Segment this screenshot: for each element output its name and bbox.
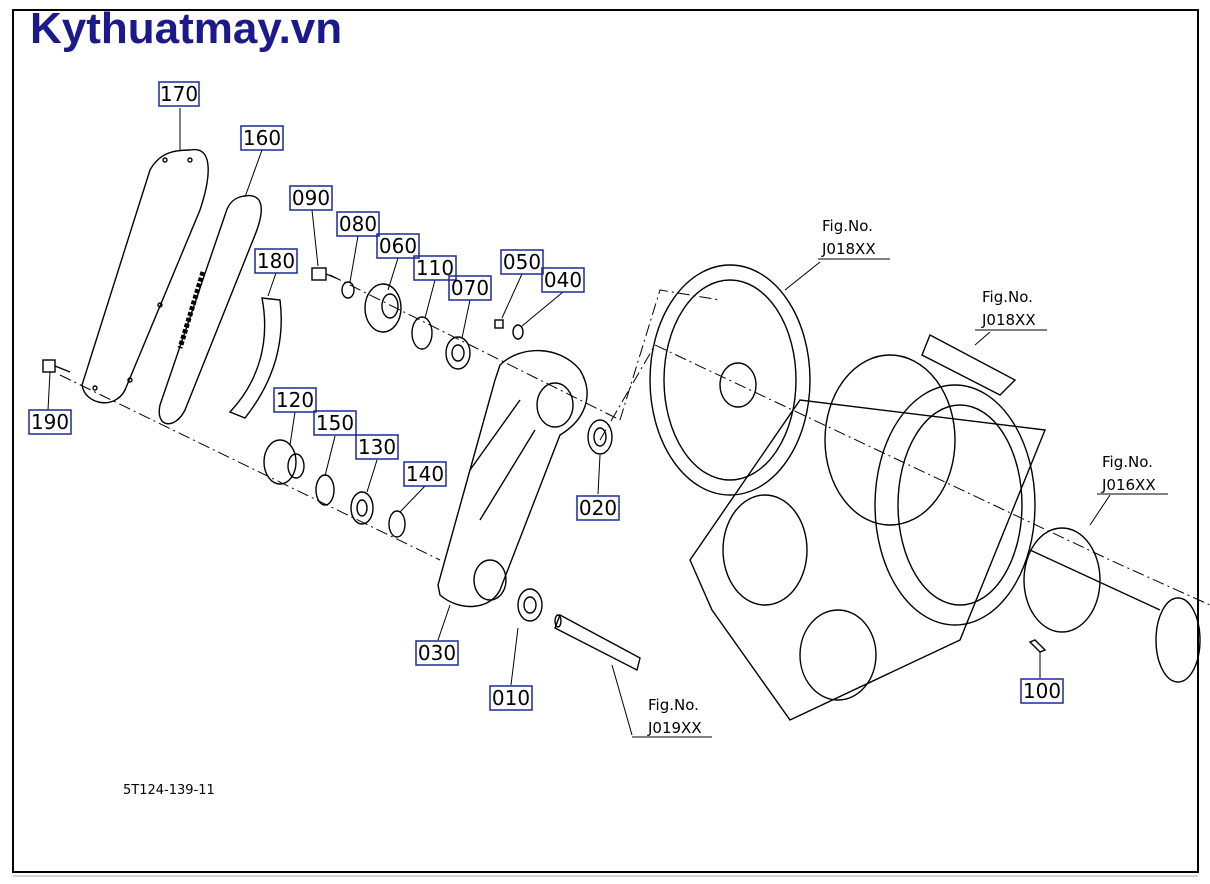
- assembly-frame-j018: [689, 334, 1046, 721]
- svg-text:080: 080: [339, 212, 377, 236]
- callout-100: 100: [1020, 678, 1064, 704]
- callout-040: 040: [541, 267, 585, 293]
- part-bolt-090: [311, 267, 337, 281]
- callout-090: 090: [289, 185, 333, 211]
- figure-ref-j018-plate: Fig.No. J018XX: [818, 217, 890, 260]
- callout-050: 050: [500, 249, 544, 275]
- part-ring-140: [388, 510, 406, 538]
- callout-080: 080: [336, 211, 380, 237]
- svg-text:Fig.No.: Fig.No.: [982, 288, 1033, 306]
- callout-190: 190: [28, 409, 72, 435]
- callout-layer: 170 160 090 080 060 110 070 050 040 180 …: [28, 81, 1064, 711]
- part-shaft: [554, 614, 641, 672]
- part-chain-guide: [228, 297, 282, 419]
- svg-text:060: 060: [379, 234, 417, 258]
- callout-030: 030: [415, 640, 459, 666]
- callout-150: 150: [313, 410, 357, 436]
- svg-text:090: 090: [292, 186, 330, 210]
- svg-text:100: 100: [1023, 679, 1061, 703]
- part-sprocket-120: [263, 439, 305, 485]
- callout-180: 180: [254, 248, 298, 274]
- svg-text:010: 010: [492, 686, 530, 710]
- svg-text:020: 020: [579, 496, 617, 520]
- callout-060: 060: [376, 233, 420, 259]
- figure-ref-j018-frame: Fig.No. J018XX: [975, 288, 1047, 331]
- figure-ref-j016: Fig.No. J016XX: [1097, 453, 1168, 495]
- svg-text:070: 070: [451, 276, 489, 300]
- svg-text:150: 150: [316, 411, 354, 435]
- drawing-number: 5T124-139-11: [123, 783, 215, 798]
- part-sprocket-060: [364, 283, 402, 333]
- svg-text:J018XX: J018XX: [821, 240, 876, 258]
- svg-text:190: 190: [31, 410, 69, 434]
- part-seal-010: [517, 588, 543, 622]
- svg-text:140: 140: [406, 462, 444, 486]
- svg-text:130: 130: [358, 435, 396, 459]
- part-washer-080: [341, 281, 355, 299]
- part-ring-110: [411, 316, 433, 350]
- callout-020: 020: [576, 495, 620, 521]
- leader-lines: [47, 108, 1210, 736]
- svg-text:J018XX: J018XX: [981, 311, 1036, 329]
- svg-text:Fig.No.: Fig.No.: [648, 696, 699, 714]
- callout-010: 010: [489, 685, 533, 711]
- part-chain-case: [437, 349, 588, 608]
- callout-110: 110: [413, 255, 457, 281]
- callout-140: 140: [403, 461, 447, 487]
- svg-text:J016XX: J016XX: [1101, 476, 1156, 494]
- part-gasket: [158, 194, 262, 425]
- part-bearing-130: [350, 491, 374, 525]
- part-nut-050: [494, 319, 504, 329]
- callout-130: 130: [355, 434, 399, 460]
- part-chain: [177, 271, 206, 349]
- site-watermark: Kythuatmay.vn: [30, 4, 343, 53]
- figure-ref-j019: Fig.No. J019XX: [632, 696, 712, 738]
- callout-070: 070: [448, 275, 492, 301]
- part-bolt-190: [42, 359, 71, 373]
- svg-text:160: 160: [243, 126, 281, 150]
- svg-text:Fig.No.: Fig.No.: [1102, 453, 1153, 471]
- part-pin-100: [1028, 639, 1047, 653]
- callout-170: 170: [158, 81, 200, 107]
- svg-text:110: 110: [416, 256, 454, 280]
- svg-text:050: 050: [503, 250, 541, 274]
- svg-text:Fig.No.: Fig.No.: [822, 217, 873, 235]
- assembly-disc-j016: [1023, 527, 1201, 683]
- svg-text:040: 040: [544, 268, 582, 292]
- page-border: [12, 9, 1199, 873]
- svg-text:120: 120: [276, 388, 314, 412]
- part-seal-020: [587, 419, 613, 455]
- svg-text:180: 180: [257, 249, 295, 273]
- part-cover-plate: [81, 148, 209, 404]
- svg-text:030: 030: [418, 641, 456, 665]
- part-bearing-070: [445, 336, 471, 370]
- callout-120: 120: [273, 387, 317, 413]
- svg-text:J019XX: J019XX: [647, 719, 702, 737]
- callout-160: 160: [240, 125, 284, 151]
- part-washer-040: [512, 324, 524, 340]
- svg-text:170: 170: [160, 82, 198, 106]
- assembly-plate-j018: [649, 264, 811, 496]
